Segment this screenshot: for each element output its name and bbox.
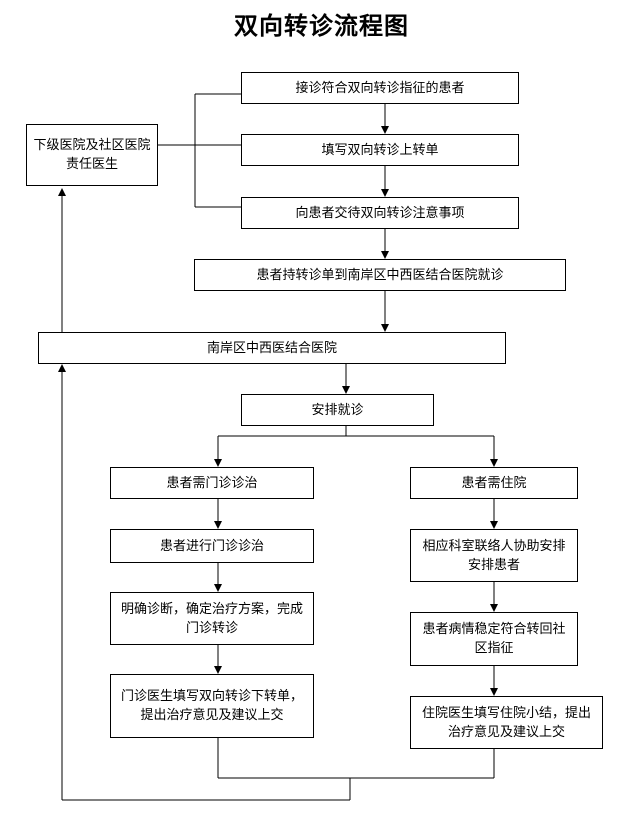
need-outpatient-box: 患者需门诊诊治 <box>110 467 314 499</box>
explain-notes-box: 向患者交待双向转诊注意事项 <box>241 197 519 229</box>
diagnose-box: 明确诊断，确定治疗方案，完成门诊转诊 <box>110 592 314 645</box>
arrange-box: 安排就诊 <box>241 394 434 426</box>
outpatient-treatment-box: 患者进行门诊诊治 <box>110 529 314 563</box>
community-doctor-box: 下级医院及社区医院责任医生 <box>26 124 158 186</box>
receive-patient-box: 接诊符合双向转诊指征的患者 <box>241 72 519 104</box>
page-title: 双向转诊流程图 <box>234 11 409 40</box>
fill-form-box: 填写双向转诊上转单 <box>241 134 519 166</box>
need-inpatient-box: 患者需住院 <box>410 467 578 499</box>
ward-arrange-box: 相应科室联络人协助安排安排患者 <box>410 529 578 582</box>
inpatient-summary-box: 住院医生填写住院小结，提出治疗意见及建议上交 <box>410 696 603 749</box>
condition-stable-box: 患者病情稳定符合转回社区指征 <box>410 612 578 666</box>
hospital-box: 南岸区中西医结合医院 <box>38 332 506 364</box>
patient-to-hospital-box: 患者持转诊单到南岸区中西医结合医院就诊 <box>194 259 566 291</box>
outpatient-form-box: 门诊医生填写双向转诊下转单，提出治疗意见及建议上交 <box>110 674 314 738</box>
